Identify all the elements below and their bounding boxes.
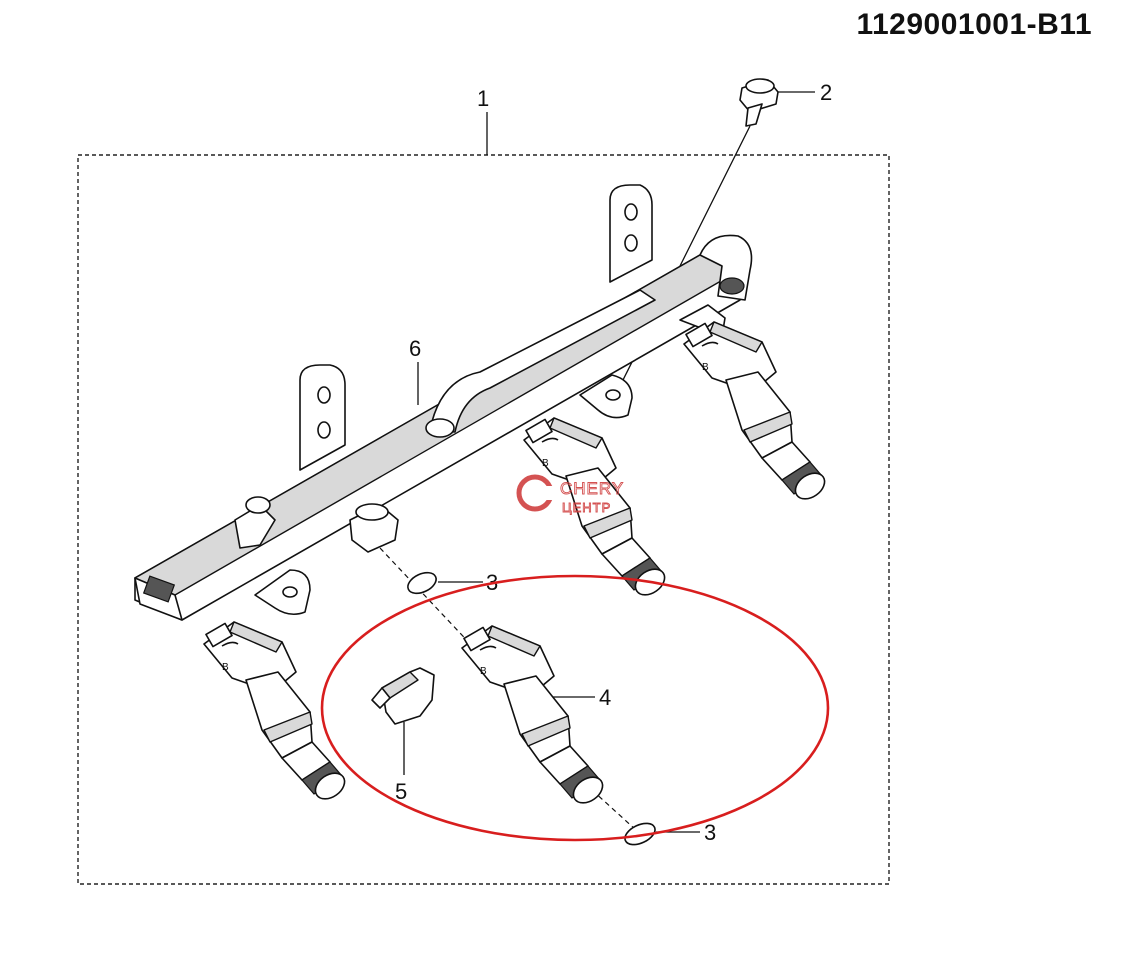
callout-4-label: 4 — [599, 685, 611, 710]
chery-watermark: CHERY ЦЕНТР — [516, 474, 624, 515]
part-number-title: 1129001001-B11 — [856, 8, 1092, 41]
callout-1-label: 1 — [477, 86, 489, 111]
o-ring-lower-part-3 — [624, 822, 656, 846]
watermark-sub: ЦЕНТР — [562, 500, 611, 515]
callout-5-label: 5 — [395, 779, 407, 804]
clip-part-5 — [371, 667, 435, 725]
installed-injector-left — [203, 621, 351, 805]
exploded-injector-part-4 — [461, 625, 609, 809]
bolt-part-2 — [739, 78, 779, 127]
callout-3-lower-label: 3 — [704, 820, 716, 845]
callout-6-label: 6 — [409, 336, 421, 361]
injector-axis-line-lower — [591, 789, 637, 831]
injector-axis-line — [379, 547, 477, 651]
watermark-brand: CHERY — [560, 479, 624, 498]
fuel-rail-part-6 — [134, 184, 753, 621]
assembly-frame — [77, 154, 890, 885]
o-ring-upper-part-3 — [407, 571, 437, 595]
callout-2-label: 2 — [820, 80, 832, 105]
highlight-ellipse — [320, 574, 830, 842]
installed-injector-right — [683, 321, 831, 505]
